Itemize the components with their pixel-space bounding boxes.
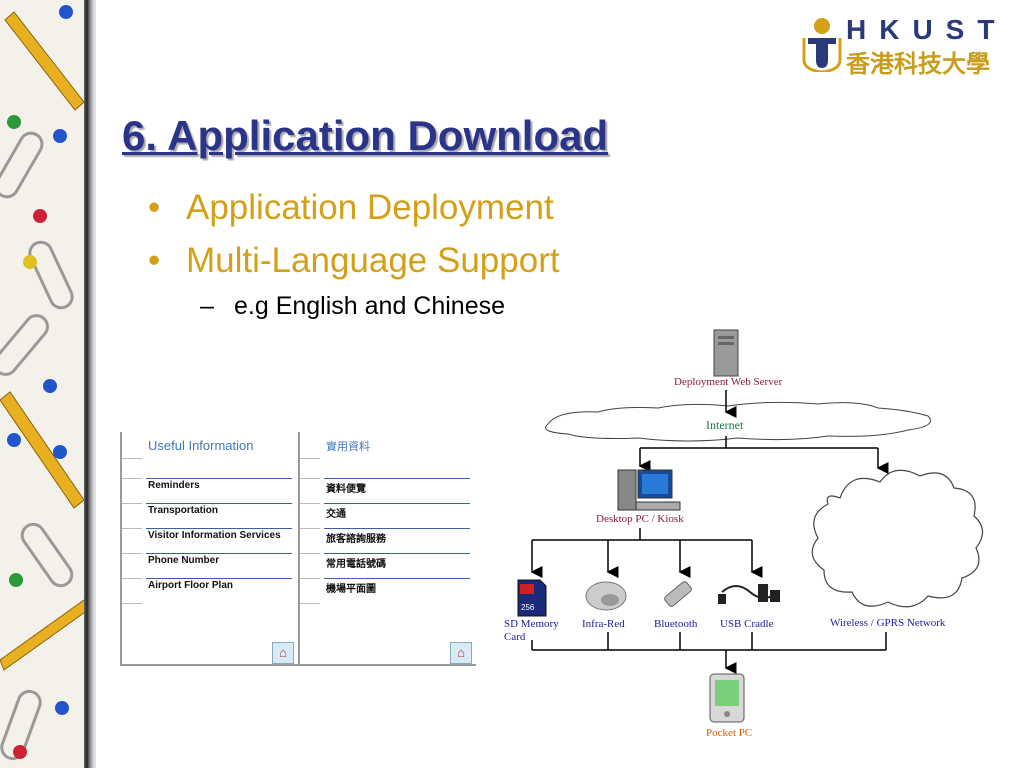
label-infrared: Infra-Red	[582, 618, 625, 630]
panel-divider	[146, 478, 292, 479]
panel-divider	[324, 478, 470, 479]
panel-divider	[324, 528, 470, 529]
panel-tick	[300, 458, 320, 459]
usb-cradle-icon	[718, 584, 780, 604]
menu-item-visitor-info-zh[interactable]: 旅客諮詢服務	[326, 534, 386, 545]
panel-tick	[300, 603, 320, 604]
label-pocket-pc: Pocket PC	[706, 727, 753, 739]
wireless-cloud-icon	[811, 469, 984, 608]
panel-divider	[146, 553, 292, 554]
app-screen-chinese: 實用資料 資料便覽 交通 旅客諮詢服務 常用電話號碼 機場平面圖 ⌂	[298, 432, 476, 666]
sidebar-border	[84, 0, 96, 768]
pocket-pc-icon	[709, 673, 745, 723]
pencil-icon	[0, 11, 89, 671]
panel-tick	[300, 553, 320, 554]
desktop-pc-icon	[617, 469, 681, 511]
decorative-sidebar	[0, 0, 96, 768]
menu-item-transportation[interactable]: Transportation	[148, 505, 219, 516]
logo-english-text: HKUST	[846, 14, 1008, 45]
label-desktop: Desktop PC / Kiosk	[596, 513, 684, 525]
label-usb-cradle: USB Cradle	[720, 618, 774, 630]
panel-tick	[300, 503, 320, 504]
home-icon[interactable]: ⌂	[272, 642, 294, 664]
panel-title: 實用資料	[326, 441, 370, 453]
bullet-item: •Application Deployment	[148, 188, 554, 227]
menu-item-reminders-zh[interactable]: 資料便覽	[326, 484, 366, 495]
server-icon	[713, 329, 739, 377]
menu-item-phone-number[interactable]: Phone Number	[148, 555, 220, 566]
stationery-decoration	[0, 5, 89, 761]
panel-tick	[300, 578, 320, 579]
label-server: Deployment Web Server	[674, 376, 783, 388]
panel-tick	[122, 503, 142, 504]
pushpin-icon	[7, 5, 73, 759]
logo-chinese-text: 香港科技大學	[846, 50, 990, 78]
sub-bullet-text: e.g English and Chinese	[234, 292, 506, 320]
menu-item-visitor-info[interactable]: Visitor Information Services	[148, 530, 281, 541]
label-bluetooth: Bluetooth	[654, 618, 698, 630]
label-sd-card: SD Memory	[504, 618, 559, 630]
bullet-text: Multi-Language Support	[186, 241, 560, 280]
panel-divider	[324, 553, 470, 554]
bullet-text: Application Deployment	[186, 188, 554, 227]
panel-tick	[122, 603, 142, 604]
menu-item-airport-floor-plan-zh[interactable]: 機場平面圖	[326, 584, 376, 595]
panel-divider	[324, 578, 470, 579]
panel-tick	[122, 553, 142, 554]
sd-chip-label: 256	[521, 603, 535, 612]
infrared-icon	[585, 581, 627, 611]
sd-card-icon: 256	[517, 579, 547, 617]
app-screen-english: Useful Information Reminders Transportat…	[120, 432, 298, 666]
panel-title: Useful Information	[148, 438, 254, 453]
bluetooth-icon	[664, 581, 692, 607]
panel-tick	[300, 528, 320, 529]
panel-divider	[324, 503, 470, 504]
paperclip-icon	[0, 131, 74, 761]
panel-tick	[300, 478, 320, 479]
bullet-item: •Multi-Language Support	[148, 241, 560, 280]
panel-divider	[146, 503, 292, 504]
menu-item-phone-number-zh[interactable]: 常用電話號碼	[326, 559, 386, 570]
panel-tick	[122, 528, 142, 529]
panel-divider	[146, 578, 292, 579]
sub-bullet-item: –e.g English and Chinese	[200, 292, 506, 320]
home-icon[interactable]: ⌂	[450, 642, 472, 664]
hkust-logo: HKUST 香港科技大學	[800, 14, 1000, 78]
panel-tick	[122, 478, 142, 479]
label-internet: Internet	[706, 418, 744, 432]
menu-item-reminders[interactable]: Reminders	[148, 480, 200, 491]
label-wireless: Wireless / GPRS Network	[830, 617, 946, 629]
panel-tick	[122, 458, 142, 459]
slide-title: 6. Application Download	[122, 112, 609, 159]
menu-item-transportation-zh[interactable]: 交通	[326, 509, 346, 520]
panel-tick	[122, 578, 142, 579]
menu-item-airport-floor-plan[interactable]: Airport Floor Plan	[148, 580, 233, 591]
panel-divider	[146, 528, 292, 529]
label-sd-card-line2: Card	[504, 631, 526, 643]
hkust-emblem-icon	[802, 18, 842, 72]
